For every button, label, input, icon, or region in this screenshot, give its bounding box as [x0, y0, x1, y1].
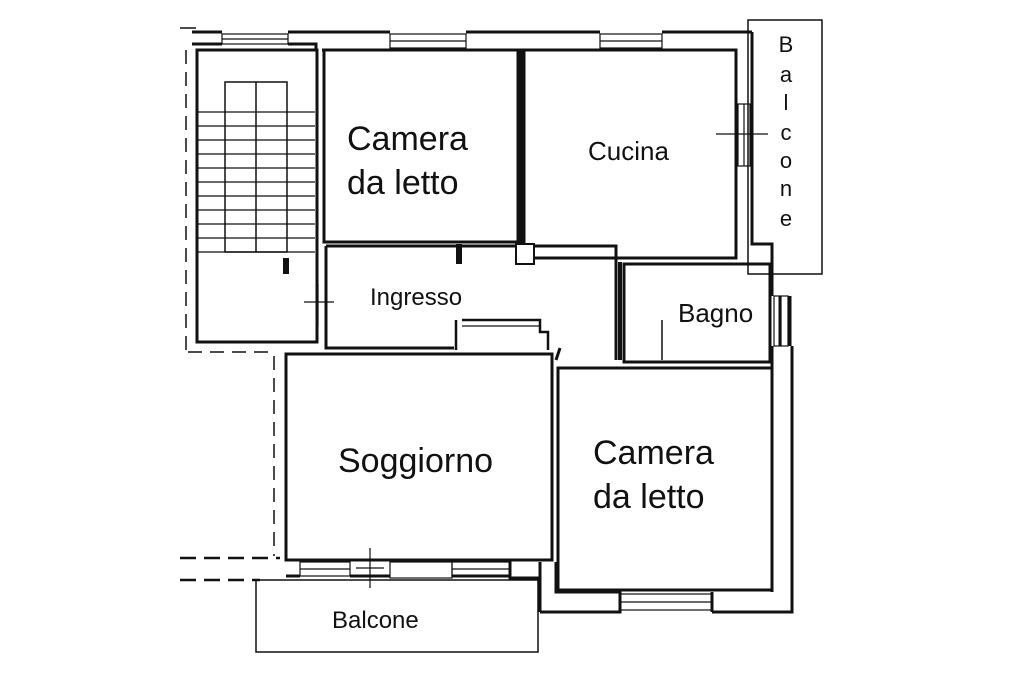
balcone-right-letter: l: [784, 90, 789, 115]
balcone-bottom-label: Balcone: [332, 607, 419, 634]
balcone-right-letter: B: [779, 32, 794, 57]
stair-area: [180, 27, 280, 582]
soggiorno-label: Soggiorno: [338, 442, 493, 480]
balcone-right-letter: a: [780, 62, 793, 87]
room-cucina: [522, 48, 738, 260]
room-camera-bottom: [556, 366, 774, 592]
camera-bottom-line2: da letto: [593, 478, 705, 516]
dashed-boundary-bottom: [180, 556, 280, 582]
bagno-label: Bagno: [678, 298, 753, 328]
camera-top-line1: Camera: [347, 120, 468, 158]
balcone-right: [747, 19, 823, 275]
balcone-right-letter: c: [781, 120, 792, 145]
room-soggiorno: [284, 352, 554, 562]
interior-walls: [284, 48, 774, 592]
room-labels: Camera da letto Cucina Ingresso Bagno So…: [332, 32, 793, 634]
ingresso-label: Ingresso: [370, 284, 462, 311]
room-ingresso: [324, 244, 618, 361]
camera-bottom-line1: Camera: [593, 434, 714, 472]
balcone-right-label: B a l c o n e: [779, 32, 794, 231]
stairwell: [195, 48, 319, 344]
balcone-right-letter: n: [780, 176, 792, 201]
balconies: [255, 19, 823, 653]
cucina-label: Cucina: [588, 136, 669, 166]
balcone-right-letter: e: [780, 206, 792, 231]
balcone-bottom: [255, 579, 539, 653]
balcone-right-letter: o: [780, 148, 792, 173]
room-bagno: [622, 262, 772, 364]
camera-top-line2: da letto: [347, 164, 459, 202]
